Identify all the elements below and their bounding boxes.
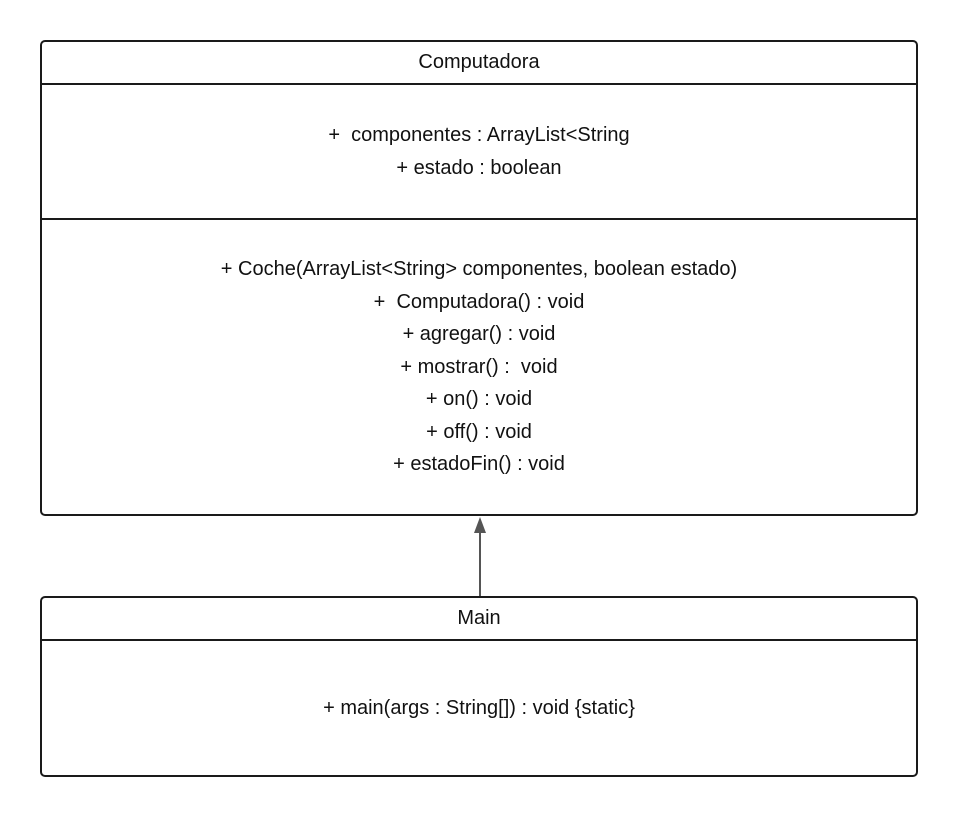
class-title: Computadora	[418, 51, 540, 73]
attribute-estado: + estado : boolean	[396, 156, 562, 179]
class-computadora[interactable]: Computadora + componentes : ArrayList<St…	[40, 40, 918, 516]
class-name-main: Main	[42, 598, 916, 641]
method-on: + on() : void	[425, 388, 533, 411]
class-title: Main	[457, 607, 501, 629]
method-estadofin: + estadoFin() : void	[393, 453, 565, 476]
methods-compartment: + Coche(ArrayList<String> componentes, b…	[42, 220, 916, 514]
method-off: + off() : void	[426, 420, 532, 443]
class-main[interactable]: Main + main(args : String[]) : void {sta…	[40, 596, 918, 777]
method-computadora: + Computadora() : void	[373, 290, 585, 313]
attribute-componentes: + componentes : ArrayList<String	[328, 124, 630, 146]
method-agregar: + agregar() : void	[402, 323, 556, 346]
method-main: + main(args : String[]) : void {static}	[323, 696, 635, 719]
attributes-compartment: + componentes : ArrayList<String + estad…	[42, 85, 916, 220]
methods-compartment: + main(args : String[]) : void {static}	[42, 641, 916, 775]
method-mostrar: + mostrar() : void	[400, 355, 558, 378]
method-coche: + Coche(ArrayList<String> componentes, b…	[220, 258, 738, 281]
arrow-head-icon	[474, 517, 486, 533]
class-name-computadora: Computadora	[42, 42, 916, 85]
